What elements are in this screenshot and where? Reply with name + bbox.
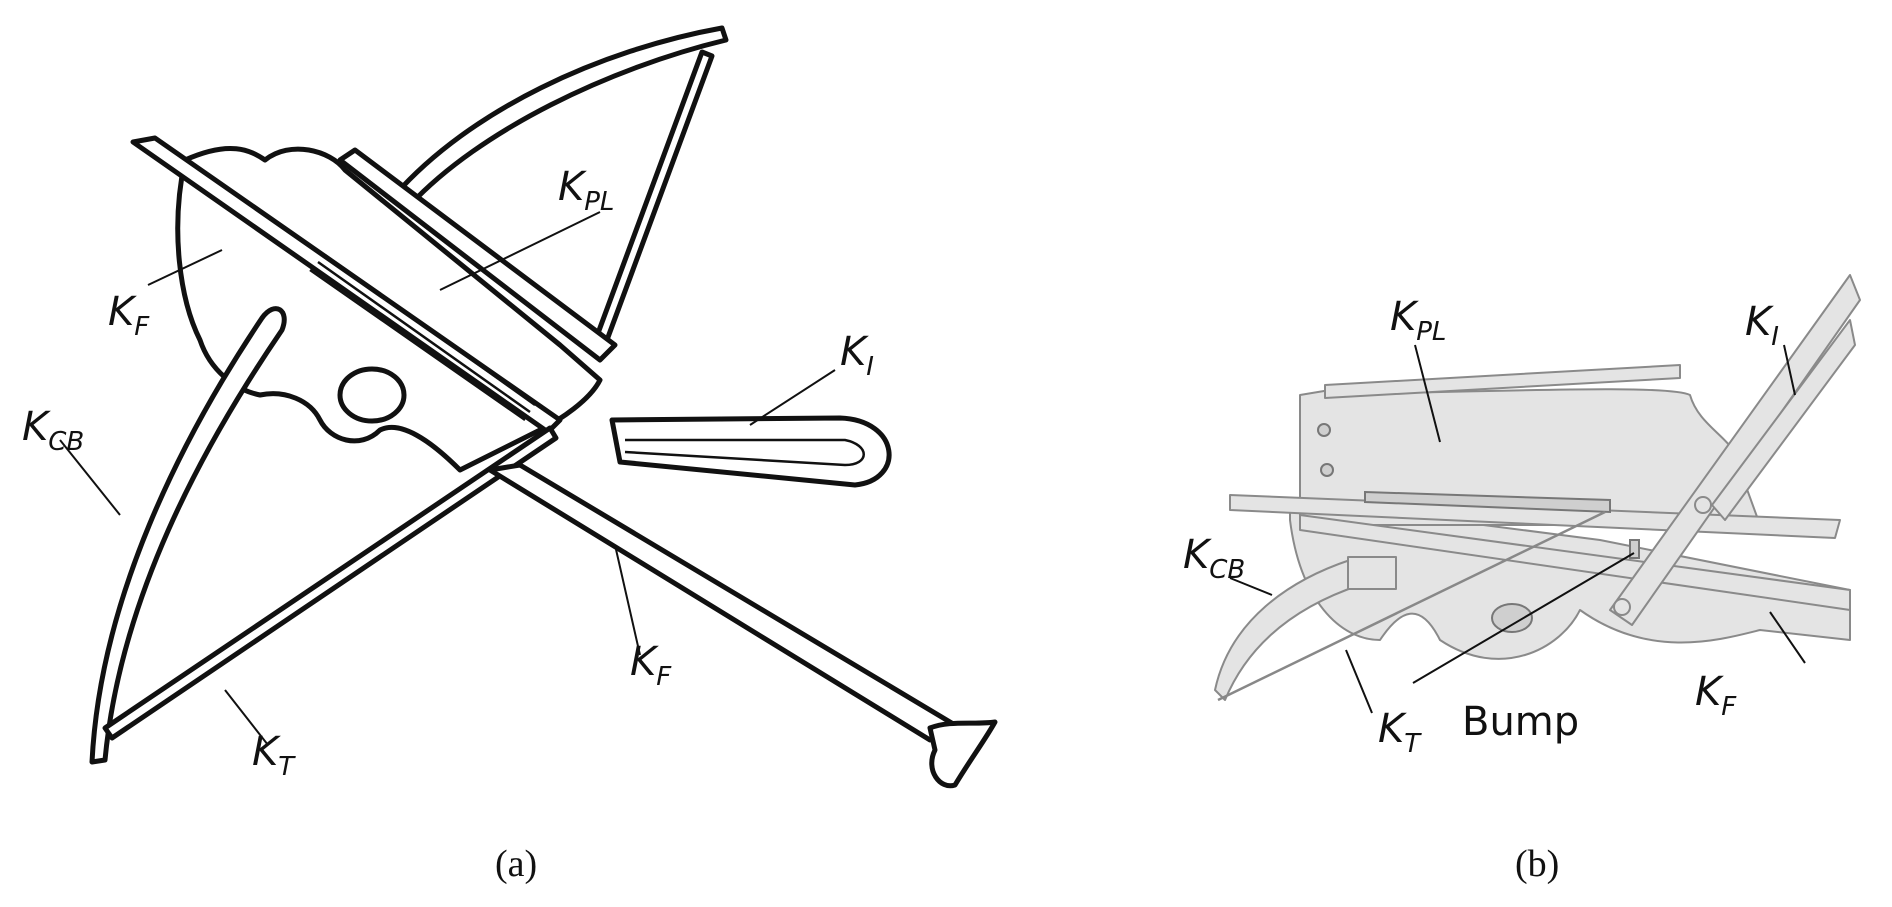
leader-lines-b	[1229, 344, 1806, 714]
label-kcb-a: KCB	[22, 404, 84, 457]
lower-frame-bar	[487, 462, 958, 743]
label-kf-top-a: KF	[108, 289, 150, 342]
pin-hole	[1320, 463, 1334, 477]
label-bump-b: Bump	[1462, 699, 1579, 745]
lever-handle	[609, 415, 892, 488]
lever-pin	[1694, 496, 1712, 514]
panel-b-crossbow-render	[1214, 274, 1861, 714]
caption-b: (b)	[1515, 843, 1559, 885]
lower-string	[102, 425, 559, 741]
label-ki-a: KI	[840, 329, 874, 382]
pin-hole	[1317, 423, 1331, 437]
trigger-hole	[337, 366, 407, 424]
lower-bow-limb	[89, 306, 287, 765]
slot	[309, 253, 536, 422]
frame-tip	[927, 719, 998, 789]
lever-pin	[1613, 598, 1631, 616]
label-kpl-a: KPL	[558, 164, 614, 217]
rendered-lever-side	[1711, 319, 1856, 521]
label-kf-b: KF	[1695, 669, 1737, 722]
label-kpl-b: KPL	[1390, 294, 1446, 347]
handle-inner	[624, 438, 865, 467]
rendered-lever	[1609, 274, 1861, 626]
rendered-slot	[1364, 490, 1611, 514]
label-kt-b: KT	[1378, 706, 1422, 759]
rendered-hole	[1491, 603, 1533, 633]
rendered-string	[1217, 510, 1606, 702]
rendered-top-rail	[1324, 364, 1681, 399]
label-kf-bottom-a: KF	[630, 639, 672, 692]
rendered-limb-block	[1347, 556, 1397, 590]
upper-bow-limb	[392, 25, 729, 208]
caption-a: (a)	[495, 843, 537, 885]
pull-lever-plate	[337, 147, 618, 363]
bump	[1629, 539, 1640, 559]
label-kt-a: KT	[252, 729, 296, 782]
label-ki-b: KI	[1745, 299, 1779, 352]
leader-lines-a	[59, 211, 836, 746]
panel-a-crossbow-drawing	[59, 25, 998, 789]
label-kcb-b: KCB	[1183, 532, 1245, 585]
